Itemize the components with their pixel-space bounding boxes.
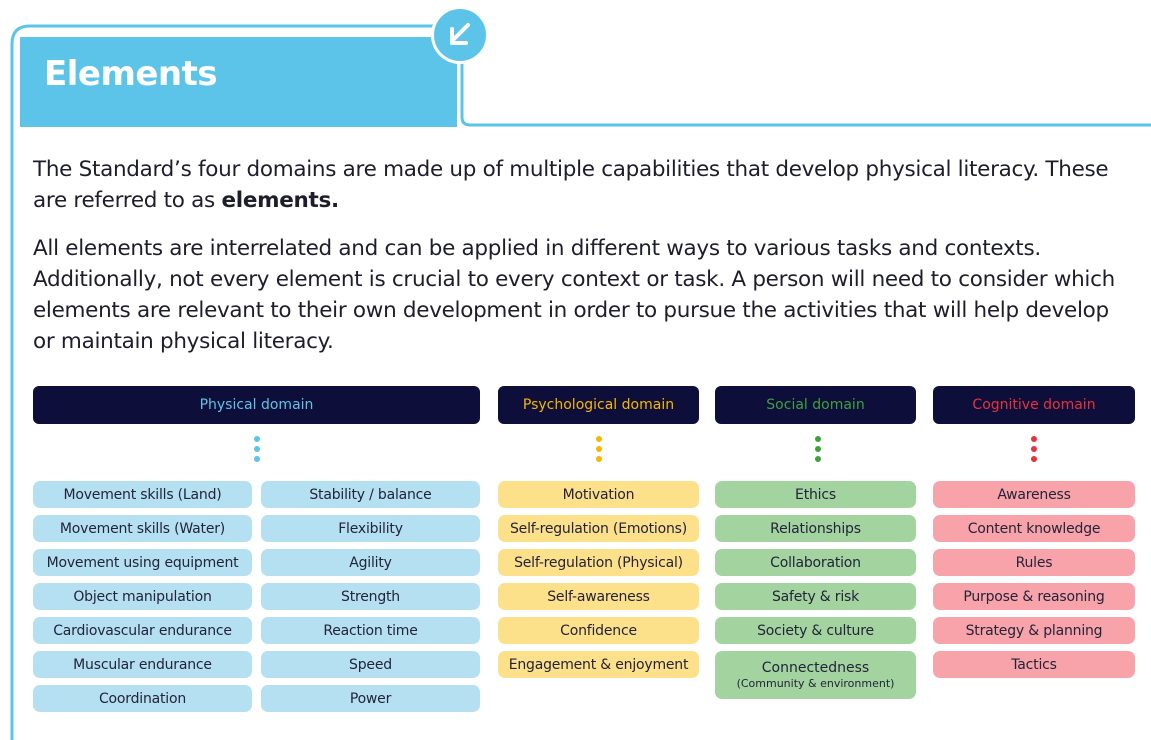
- social-element: Ethics: [715, 481, 916, 508]
- physical-domain-label: Physical domain: [199, 397, 314, 413]
- psychological-domain-header: Psychological domain: [498, 386, 699, 424]
- social-connector-dots: [813, 436, 823, 466]
- psychological-element: Engagement & enjoyment: [498, 651, 699, 678]
- physical-element: Movement skills (Water): [33, 515, 252, 542]
- physical-element: Movement skills (Land): [33, 481, 252, 508]
- social-element: Society & culture: [715, 617, 916, 644]
- physical-element: Flexibility: [261, 515, 480, 542]
- cognitive-element: Rules: [933, 549, 1135, 576]
- section-title: Elements: [44, 54, 218, 94]
- social-element-connectedness: Connectedness (Community & environment): [715, 651, 916, 699]
- psychological-element: Motivation: [498, 481, 699, 508]
- cognitive-element: Tactics: [933, 651, 1135, 678]
- psychological-element: Self-regulation (Physical): [498, 549, 699, 576]
- intro-paragraph-2: All elements are interrelated and can be…: [33, 236, 1115, 354]
- physical-element: Movement using equipment: [33, 549, 252, 576]
- social-element: Relationships: [715, 515, 916, 542]
- social-element: Safety & risk: [715, 583, 916, 610]
- cognitive-element: Strategy & planning: [933, 617, 1135, 644]
- physical-element: Reaction time: [261, 617, 480, 644]
- physical-element: Coordination: [33, 685, 252, 712]
- physical-element: Stability / balance: [261, 481, 480, 508]
- title-banner: [20, 37, 457, 127]
- physical-element: Cardiovascular endurance: [33, 617, 252, 644]
- psychological-element: Self-regulation (Emotions): [498, 515, 699, 542]
- cognitive-connector-dots: [1029, 436, 1039, 466]
- physical-element: Strength: [261, 583, 480, 610]
- intro-text: The Standard’s four domains are made up …: [33, 157, 1109, 213]
- social-domain-label: Social domain: [766, 397, 865, 413]
- psychological-connector-dots: [594, 436, 604, 466]
- physical-element: Power: [261, 685, 480, 712]
- cognitive-domain-label: Cognitive domain: [972, 397, 1096, 413]
- intro-bold-term: elements.: [221, 188, 339, 213]
- physical-domain-header: Physical domain: [33, 386, 480, 424]
- social-element-label: Connectedness: [761, 660, 870, 676]
- psychological-element: Confidence: [498, 617, 699, 644]
- physical-element: Agility: [261, 549, 480, 576]
- cognitive-domain-header: Cognitive domain: [933, 386, 1135, 424]
- physical-element: Muscular endurance: [33, 651, 252, 678]
- social-element: Collaboration: [715, 549, 916, 576]
- cognitive-element: Awareness: [933, 481, 1135, 508]
- social-domain-header: Social domain: [715, 386, 916, 424]
- psychological-domain-label: Psychological domain: [522, 397, 675, 413]
- arrow-down-left-icon: [450, 23, 470, 45]
- cognitive-element: Purpose & reasoning: [933, 583, 1135, 610]
- social-element-sublabel: (Community & environment): [736, 677, 895, 690]
- arrow-badge: [431, 6, 489, 64]
- psychological-element: Self-awareness: [498, 583, 699, 610]
- intro-paragraph-1: The Standard’s four domains are made up …: [33, 154, 1123, 216]
- physical-element: Speed: [261, 651, 480, 678]
- physical-connector-dots: [252, 436, 262, 466]
- cognitive-element: Content knowledge: [933, 515, 1135, 542]
- physical-element: Object manipulation: [33, 583, 252, 610]
